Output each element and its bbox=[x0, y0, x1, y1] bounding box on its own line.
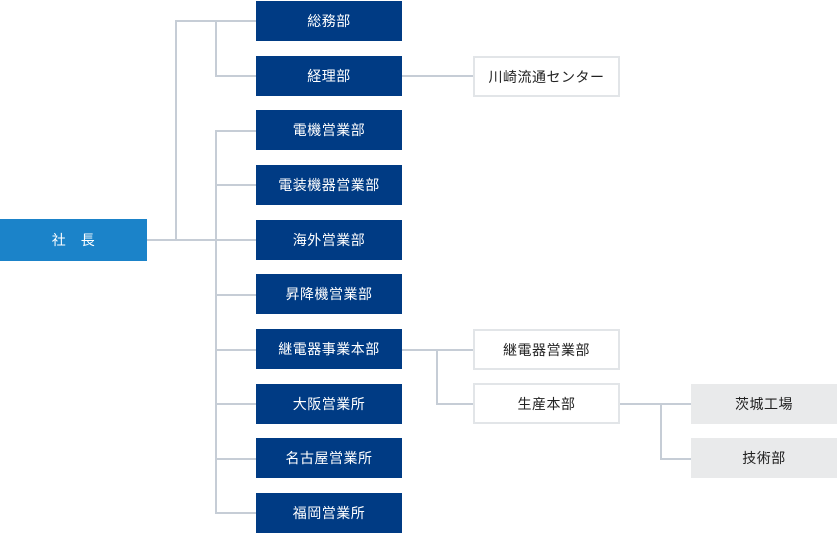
connector-main-trunk bbox=[215, 130, 217, 514]
connector-accounting-to-center bbox=[402, 75, 474, 77]
connector-to-dept-10 bbox=[215, 512, 256, 514]
connector-relay-out bbox=[402, 349, 474, 351]
dept-general-affairs: 総務部 bbox=[256, 1, 402, 41]
production-division: 生産本部 bbox=[473, 383, 620, 424]
engineering-department: 技術部 bbox=[691, 438, 837, 478]
connector-to-accounting bbox=[215, 75, 256, 77]
connector-to-dept-6 bbox=[215, 294, 256, 296]
kawasaki-distribution-center: 川崎流通センター bbox=[473, 56, 620, 97]
president-box: 社 長 bbox=[0, 219, 147, 261]
connector-to-dept-9 bbox=[215, 458, 256, 460]
relay-sales-department: 継電器営業部 bbox=[473, 329, 620, 370]
connector-president-out bbox=[147, 239, 216, 241]
dept-accounting: 経理部 bbox=[256, 56, 402, 96]
dept-overseas-sales: 海外営業部 bbox=[256, 220, 402, 260]
dept-relay-division: 継電器事業本部 bbox=[256, 329, 402, 369]
connector-production-out bbox=[619, 403, 691, 405]
connector-to-engineering bbox=[660, 458, 691, 460]
connector-upper-trunk bbox=[175, 20, 177, 240]
connector-to-production bbox=[436, 403, 474, 405]
dept-electric-sales: 電機営業部 bbox=[256, 110, 402, 150]
connector-branch-accounting bbox=[215, 20, 217, 76]
dept-osaka-office: 大阪営業所 bbox=[256, 384, 402, 424]
connector-to-dept-3 bbox=[215, 130, 256, 132]
connector-to-dept-4 bbox=[215, 184, 256, 186]
ibaraki-factory: 茨城工場 bbox=[691, 384, 837, 424]
connector-to-dept-8 bbox=[215, 403, 256, 405]
dept-nagoya-office: 名古屋営業所 bbox=[256, 438, 402, 478]
connector-to-dept-7 bbox=[215, 349, 256, 351]
dept-electrical-equipment-sales: 電装機器営業部 bbox=[256, 165, 402, 205]
connector-to-dept-5 bbox=[215, 239, 256, 241]
dept-elevator-sales: 昇降機営業部 bbox=[256, 274, 402, 314]
dept-fukuoka-office: 福岡営業所 bbox=[256, 493, 402, 533]
connector-production-branch bbox=[660, 403, 662, 459]
connector-relay-branch bbox=[436, 349, 438, 405]
